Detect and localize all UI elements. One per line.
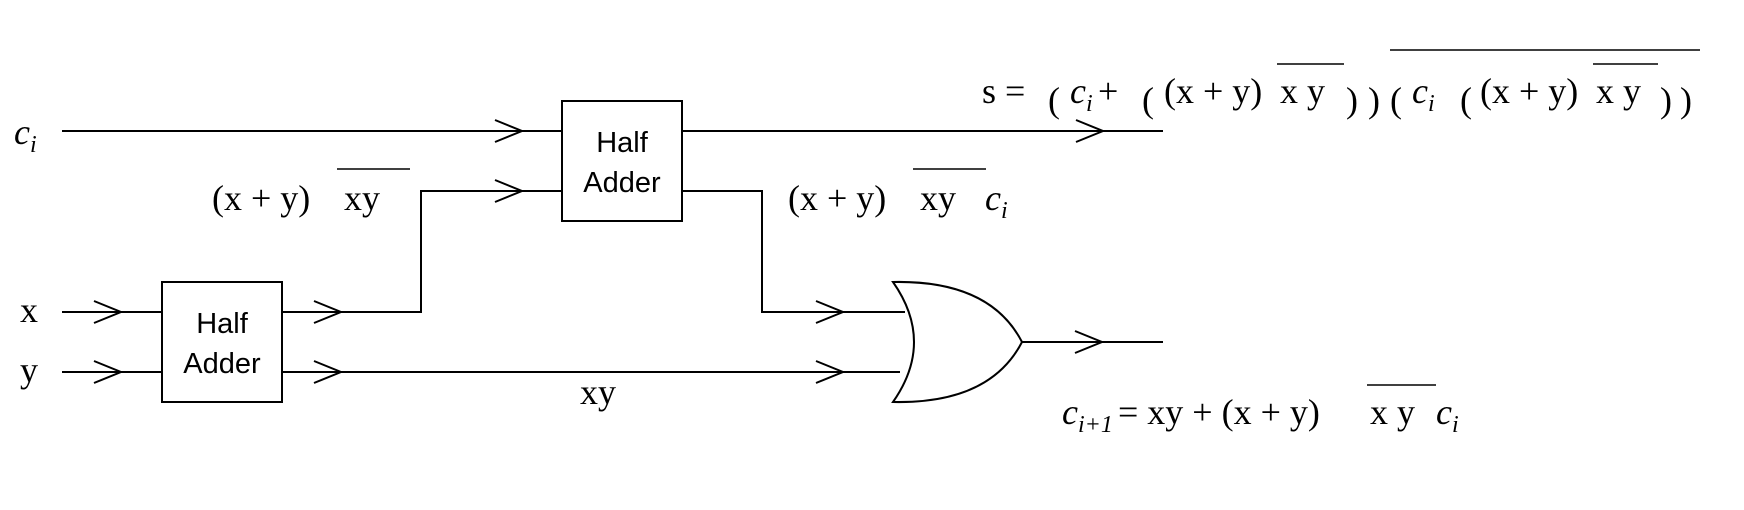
arrow-y xyxy=(93,360,124,384)
wire-ha1-sum xyxy=(282,190,562,313)
arrow-sum-out xyxy=(1075,119,1106,143)
arrow-or-in-2 xyxy=(815,360,846,384)
svg-text:ci: ci xyxy=(1436,392,1459,438)
arrow-x xyxy=(93,300,124,324)
svg-text:x y: x y xyxy=(1596,71,1641,111)
svg-text:(x + y): (x + y) xyxy=(212,178,310,218)
svg-text:(x + y): (x + y) xyxy=(1480,71,1578,111)
svg-text:s =: s = xyxy=(982,71,1025,111)
svg-text:ci: ci xyxy=(1070,71,1093,117)
svg-text:xy: xy xyxy=(344,178,380,218)
svg-text:x y: x y xyxy=(1370,392,1415,432)
svg-text:(x + y): (x + y) xyxy=(788,178,886,218)
half-adder-2-box xyxy=(561,100,683,222)
svg-text:(: ( xyxy=(1048,80,1060,120)
label-ha1-sum: (x + y) xy xyxy=(212,168,410,218)
svg-text:): ) xyxy=(1346,80,1358,120)
svg-text:(: ( xyxy=(1142,80,1154,120)
half-adder-1-label-line1: Half xyxy=(196,308,249,340)
wires xyxy=(62,119,1163,384)
svg-text:): ) xyxy=(1368,80,1380,120)
wire-ha2-carry xyxy=(682,190,905,313)
svg-text:ci: ci xyxy=(985,178,1008,224)
arrow-ha1-sum-out xyxy=(313,300,344,324)
svg-text:(x + y): (x + y) xyxy=(1164,71,1262,111)
svg-text:xy: xy xyxy=(920,178,956,218)
sum-formula: s = ( ci + ( (x + y) x y ) ) ( ci ( (x +… xyxy=(982,49,1700,120)
svg-text:ci: ci xyxy=(1412,71,1435,117)
input-label-ci: ci xyxy=(14,112,37,158)
arrow-carry-out xyxy=(1074,330,1105,354)
svg-text:): ) xyxy=(1680,80,1692,120)
arrow-ha2-in xyxy=(494,179,525,203)
arrow-or-in-1 xyxy=(815,300,846,324)
arrow-ci xyxy=(494,119,525,143)
arrow-ha1-carry-out xyxy=(313,360,344,384)
svg-text:(: ( xyxy=(1460,80,1472,120)
half-adder-1-box xyxy=(161,281,283,403)
svg-text:): ) xyxy=(1660,80,1672,120)
svg-text:x y: x y xyxy=(1280,71,1325,111)
label-ha2-carry: (x + y) xy ci xyxy=(788,168,1008,224)
svg-text:(: ( xyxy=(1390,80,1402,120)
svg-text:+: + xyxy=(1098,71,1118,111)
svg-text:xy: xy xyxy=(580,372,616,412)
half-adder-1-label-line2: Adder xyxy=(183,348,261,380)
half-adder-1: Half Adder xyxy=(161,281,283,403)
svg-text:ci+1: ci+1 xyxy=(1062,392,1113,438)
input-label-y: y xyxy=(20,350,38,390)
input-label-x: x xyxy=(20,290,38,330)
half-adder-2: Half Adder xyxy=(561,100,683,222)
carry-formula: ci+1 = xy + (x + y) x y ci xyxy=(1062,384,1459,438)
half-adder-2-label-line2: Adder xyxy=(583,167,661,199)
or-gate xyxy=(891,280,1024,404)
svg-text:= xy + (x + y): = xy + (x + y) xyxy=(1118,392,1320,432)
label-ha1-carry: xy xyxy=(580,372,616,412)
half-adder-2-label-line1: Half xyxy=(596,127,649,159)
